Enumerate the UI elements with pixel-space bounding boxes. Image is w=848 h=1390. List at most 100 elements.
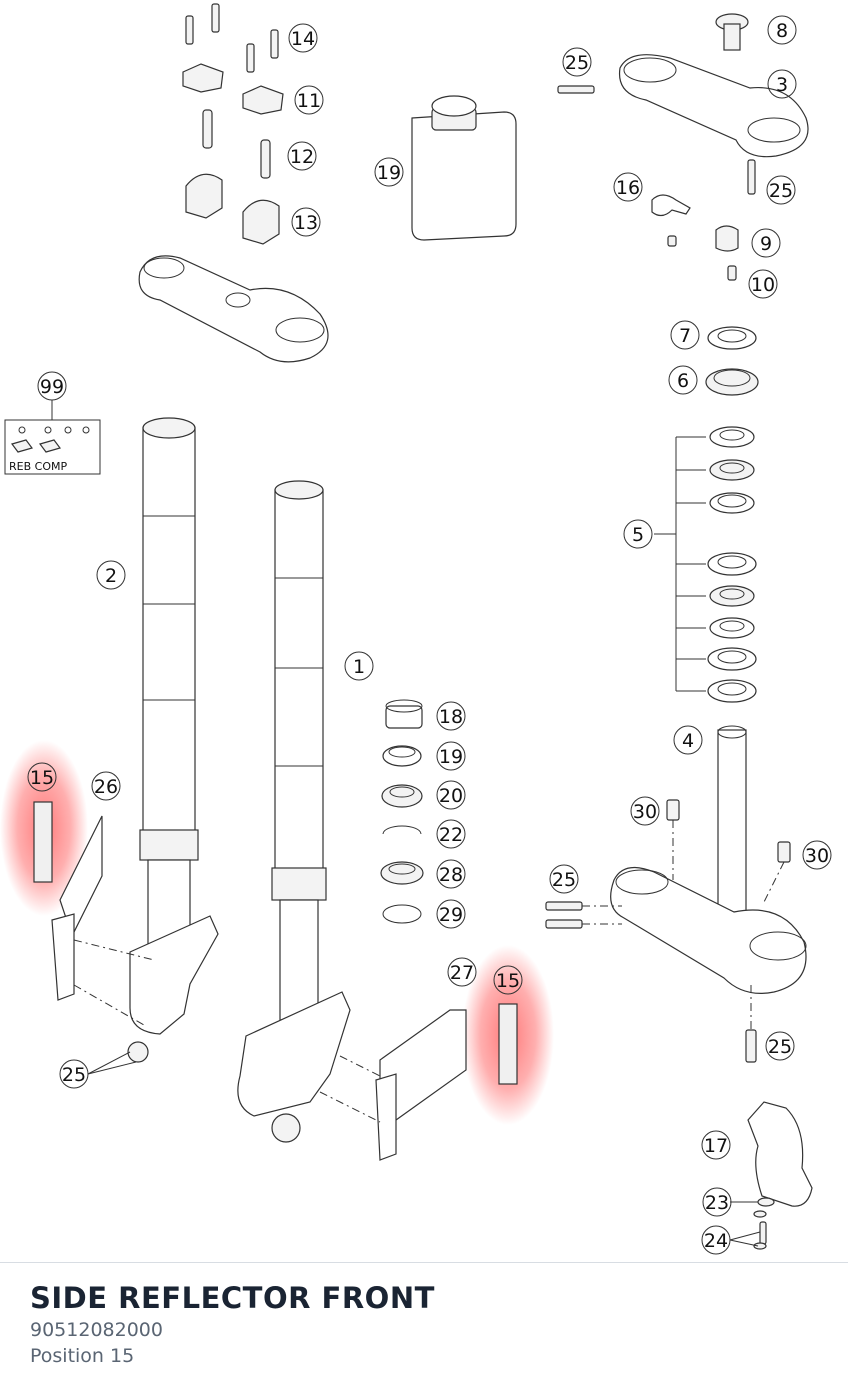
clip-16 [651,194,691,247]
callout-24[interactable]: 24 [701,1225,731,1255]
svg-text:25: 25 [768,1036,792,1058]
svg-text:13: 13 [294,212,318,234]
callout-25-top[interactable]: 25 [562,47,592,77]
svg-text:18: 18 [439,706,463,728]
bearing-set-5 [654,426,757,703]
svg-text:8: 8 [776,20,788,42]
part-position: Position 15 [30,1345,135,1367]
svg-text:3: 3 [776,74,788,96]
callout-1[interactable]: 1 [344,651,374,681]
callout-5[interactable]: 5 [623,519,653,549]
svg-text:23: 23 [705,1192,729,1214]
callout-14[interactable]: 14 [288,23,318,53]
side-reflector-left[interactable] [33,801,53,883]
callout-30-right[interactable]: 30 [802,840,832,870]
svg-text:30: 30 [805,845,829,867]
svg-text:30: 30 [633,801,657,823]
bracket-26 [51,815,155,1026]
callout-25-left[interactable]: 25 [59,1059,89,1089]
svg-text:4: 4 [682,730,694,752]
callout-22[interactable]: 22 [436,819,466,849]
svg-text:20: 20 [439,785,463,807]
svg-text:7: 7 [679,325,691,347]
svg-text:15: 15 [30,767,54,789]
bracket-27 [319,1009,467,1161]
svg-text:25: 25 [62,1064,86,1086]
bearing-6 [705,368,759,396]
callout-26[interactable]: 26 [91,771,121,801]
svg-text:15: 15 [496,970,520,992]
svg-text:24: 24 [704,1230,728,1252]
callout-25-mid[interactable]: 25 [549,864,579,894]
svg-text:17: 17 [704,1135,728,1157]
callout-6[interactable]: 6 [668,365,698,395]
nut-9 [715,225,739,281]
part-info-panel: SIDE REFLECTOR FRONT 90512082000 Positio… [0,1262,848,1390]
clamp-11 [182,63,284,115]
callout-9[interactable]: 9 [751,228,781,258]
lower-triple-clamp-4 [545,725,807,1063]
side-reflector-right[interactable] [498,1003,518,1085]
bolts-14 [185,3,279,73]
callout-4[interactable]: 4 [673,725,703,755]
kit-99-box: REB COMP [4,400,101,475]
callout-28[interactable]: 28 [436,859,466,889]
guard-17 [747,1101,813,1250]
svg-text:25: 25 [565,52,589,74]
svg-text:1: 1 [353,656,365,678]
svg-text:16: 16 [616,177,640,199]
nut-8 [715,13,749,51]
callout-25-bottom-right[interactable]: 25 [765,1031,795,1061]
svg-text:19: 19 [377,162,401,184]
clamp-13 [185,173,280,245]
svg-text:10: 10 [751,274,775,296]
svg-text:2: 2 [105,565,117,587]
upper-triple-clamp [138,255,329,363]
top-clamp-3 [557,54,809,195]
callout-29[interactable]: 29 [436,899,466,929]
callout-30-left[interactable]: 30 [630,796,660,826]
svg-text:22: 22 [439,824,463,846]
svg-text:28: 28 [439,864,463,886]
callout-16[interactable]: 16 [613,172,643,202]
leader-lines [87,1051,761,1247]
exploded-parts-diagram: REB COMP [0,3,832,1255]
callout-23[interactable]: 23 [702,1187,732,1217]
bolts-12 [202,109,271,179]
callout-10[interactable]: 10 [748,269,778,299]
svg-text:27: 27 [450,962,474,984]
callout-99[interactable]: 99 [37,371,67,401]
callout-3[interactable]: 3 [767,69,797,99]
callout-2[interactable]: 2 [96,560,126,590]
callout-21[interactable]: 19 [374,157,404,187]
svg-text:19: 19 [439,746,463,768]
fork-leg-1 [237,480,351,1143]
svg-text:99: 99 [40,376,64,398]
callout-15-right[interactable]: 15 [493,965,523,995]
part-title: SIDE REFLECTOR FRONT [30,1281,435,1315]
svg-text:5: 5 [632,524,644,546]
fork-seal-stack [380,699,424,924]
callout-13[interactable]: 13 [291,207,321,237]
callouts: 14 11 12 13 19 8 25 3 16 25 9 10 7 6 99 … [27,15,832,1255]
callout-7[interactable]: 7 [670,320,700,350]
svg-text:11: 11 [297,90,321,112]
callout-19[interactable]: 19 [436,741,466,771]
svg-text:6: 6 [677,370,689,392]
seal-7 [707,326,757,350]
callout-25-top-right[interactable]: 25 [766,175,796,205]
callout-11[interactable]: 11 [294,85,324,115]
oil-can [411,95,517,241]
callout-18[interactable]: 18 [436,701,466,731]
part-number: 90512082000 [30,1319,163,1341]
svg-text:14: 14 [291,28,315,50]
svg-text:25: 25 [552,869,576,891]
callout-20[interactable]: 20 [436,780,466,810]
callout-8[interactable]: 8 [767,15,797,45]
fork-leg-2 [127,417,219,1063]
callout-17[interactable]: 17 [701,1130,731,1160]
svg-text:26: 26 [94,776,118,798]
callout-12[interactable]: 12 [287,141,317,171]
callout-27[interactable]: 27 [447,957,477,987]
callout-15-left[interactable]: 15 [27,762,57,792]
